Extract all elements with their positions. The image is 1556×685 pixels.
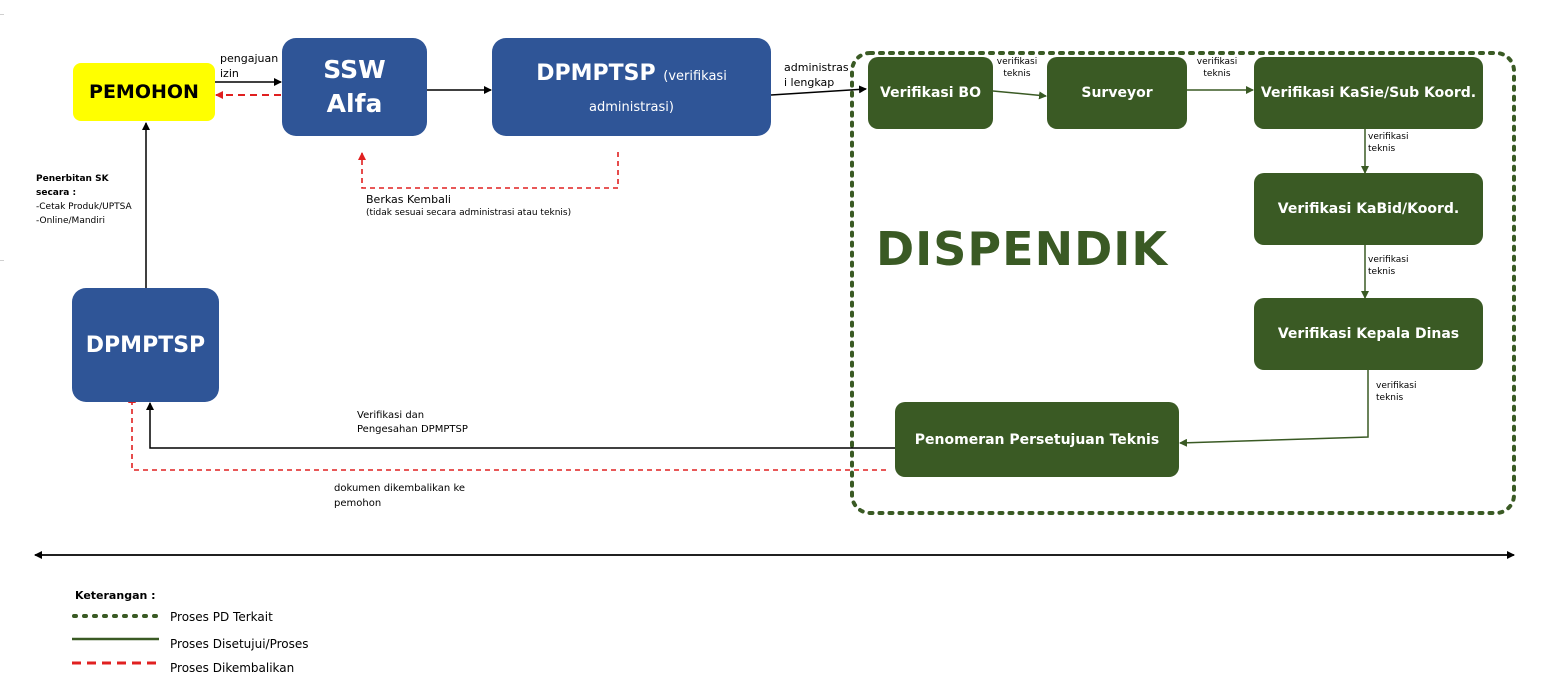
edge-berkas-kembali: [358, 152, 619, 189]
legend-item-disetujui: Proses Disetujui/Proses: [170, 637, 309, 651]
label-line: izin: [220, 67, 239, 80]
label-line: Berkas Kembali: [366, 193, 451, 206]
label-line: teknis: [1368, 267, 1396, 277]
label-line: teknis: [1203, 69, 1231, 79]
label-verifikasi-teknis-4: verifikasi teknis: [1368, 254, 1409, 278]
label-line: secara :: [36, 188, 77, 198]
node-verifikasi-kabid: Verifikasi KaBid/Koord.: [1254, 173, 1483, 245]
edge-penomeran-dpmptsp: [146, 402, 895, 449]
node-verifikasi-bo: Verifikasi BO: [868, 57, 993, 129]
legend-title: Keterangan :: [75, 589, 156, 602]
edge-bo-surveyor: [992, 90, 1047, 100]
edge-kepala-penomeran: [1179, 370, 1369, 447]
dispendik-title: DISPENDIK: [876, 222, 1169, 276]
node-verifikasi-kepala-dinas: Verifikasi Kepala Dinas: [1254, 298, 1483, 370]
label-line: pemohon: [334, 498, 382, 509]
label-line: teknis: [1376, 393, 1404, 403]
edge-dokumen-dikembalikan: [128, 395, 886, 471]
edge-dpmptsp-verifikasi-bo: [770, 85, 867, 96]
label-verifikasi-teknis-3: verifikasi teknis: [1368, 131, 1409, 155]
node-ssw-line1: SSW: [323, 55, 386, 84]
label-line: administras: [784, 61, 849, 74]
label-line: teknis: [1003, 69, 1031, 79]
label-line: verifikasi: [996, 57, 1038, 67]
label-line: -Cetak Produk/UPTSA: [36, 202, 132, 212]
label-dokumen-dikembalikan: dokumen dikembalikan ke pemohon: [334, 481, 465, 511]
label-pengajuan-izin: pengajuan izin: [220, 51, 278, 81]
grid-mark: [0, 14, 4, 15]
label-line: dokumen dikembalikan ke: [334, 483, 466, 494]
label-line: verifikasi: [1376, 381, 1417, 391]
label-verifikasi-teknis-5: verifikasi teknis: [1376, 380, 1417, 404]
label-line: Verifikasi dan: [357, 410, 425, 421]
dispendik-group-border: [850, 51, 1516, 515]
label-verifikasi-teknis-1: verifikasi teknis: [994, 56, 1040, 80]
legend-item-dikembalikan: Proses Dikembalikan: [170, 661, 295, 675]
label-verifikasi-pengesahan: Verifikasi dan Pengesahan DPMPTSP: [357, 409, 468, 437]
label-line: Pengesahan DPMPTSP: [357, 424, 468, 435]
label-line: -Online/Mandiri: [36, 216, 105, 226]
label-line: verifikasi: [1368, 132, 1409, 142]
label-penerbitan-sk: Penerbitan SK secara : -Cetak Produk/UPT…: [36, 172, 132, 228]
label-line: Penerbitan SK: [36, 174, 109, 184]
legend-item-pd-terkait: Proses PD Terkait: [170, 610, 273, 624]
label-line: pengajuan: [220, 52, 279, 65]
label-line: verifikasi: [1368, 255, 1409, 265]
label-administrasi-lengkap: administras i lengkap: [784, 60, 849, 90]
label-line: verifikasi: [1196, 57, 1238, 67]
node-dpmptsp-left: DPMPTSP: [72, 288, 219, 402]
label-berkas-kembali: Berkas Kembali (tidak sesuai secara admi…: [366, 192, 571, 219]
label-line: teknis: [1368, 144, 1396, 154]
node-surveyor: Surveyor: [1047, 57, 1187, 129]
node-penomeran: Penomeran Persetujuan Teknis: [895, 402, 1179, 477]
node-verifikasi-kasie: Verifikasi KaSie/Sub Koord.: [1254, 57, 1483, 129]
label-verifikasi-teknis-2: verifikasi teknis: [1194, 56, 1240, 80]
label-line: (tidak sesuai secara administrasi atau t…: [366, 208, 572, 218]
node-dpmptsp-verifikasi: DPMPTSP (verifikasi administrasi): [492, 38, 771, 136]
node-dpmptsp-sub: (verifikasi administrasi): [589, 69, 727, 115]
node-dpmptsp-main: DPMPTSP: [536, 61, 656, 86]
node-ssw-alfa: SSW Alfa: [282, 38, 427, 136]
node-pemohon: PEMOHON: [73, 63, 215, 121]
grid-mark: [0, 260, 4, 261]
node-ssw-line2: Alfa: [326, 89, 383, 118]
label-line: i lengkap: [784, 76, 835, 89]
